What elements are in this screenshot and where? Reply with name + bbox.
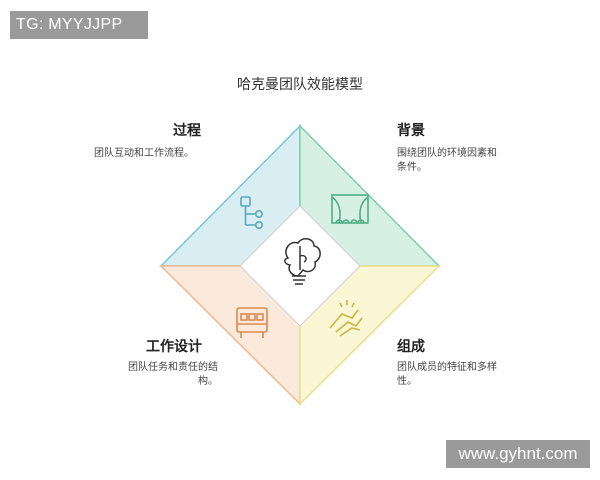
watermark-top-left: TG: MYYJJPP: [10, 11, 148, 39]
process-desc: 团队互动和工作流程。: [94, 148, 194, 159]
brain-puzzle-icon: [284, 238, 321, 285]
diagram-title: 哈克曼团队效能模型: [237, 77, 363, 93]
process-title: 过程: [173, 123, 201, 139]
conveyor-icon: [236, 307, 268, 338]
flowchart-icon: [240, 196, 264, 230]
context-desc: 围绕团队的环境因素和 条件。: [397, 148, 497, 173]
context-title: 背景: [397, 123, 425, 139]
design-title: 工作设计: [146, 339, 202, 355]
design-desc: 团队任务和责任的结 构。: [128, 362, 218, 387]
composition-title: 组成: [397, 339, 425, 355]
stage-icon: [331, 194, 369, 224]
composition-desc: 团队成员的特征和多样 性。: [397, 362, 497, 387]
clasped-hands-icon: [329, 300, 363, 337]
quadrant-composition: [299, 265, 441, 406]
watermark-bottom-right: www.gyhnt.com: [446, 440, 590, 468]
